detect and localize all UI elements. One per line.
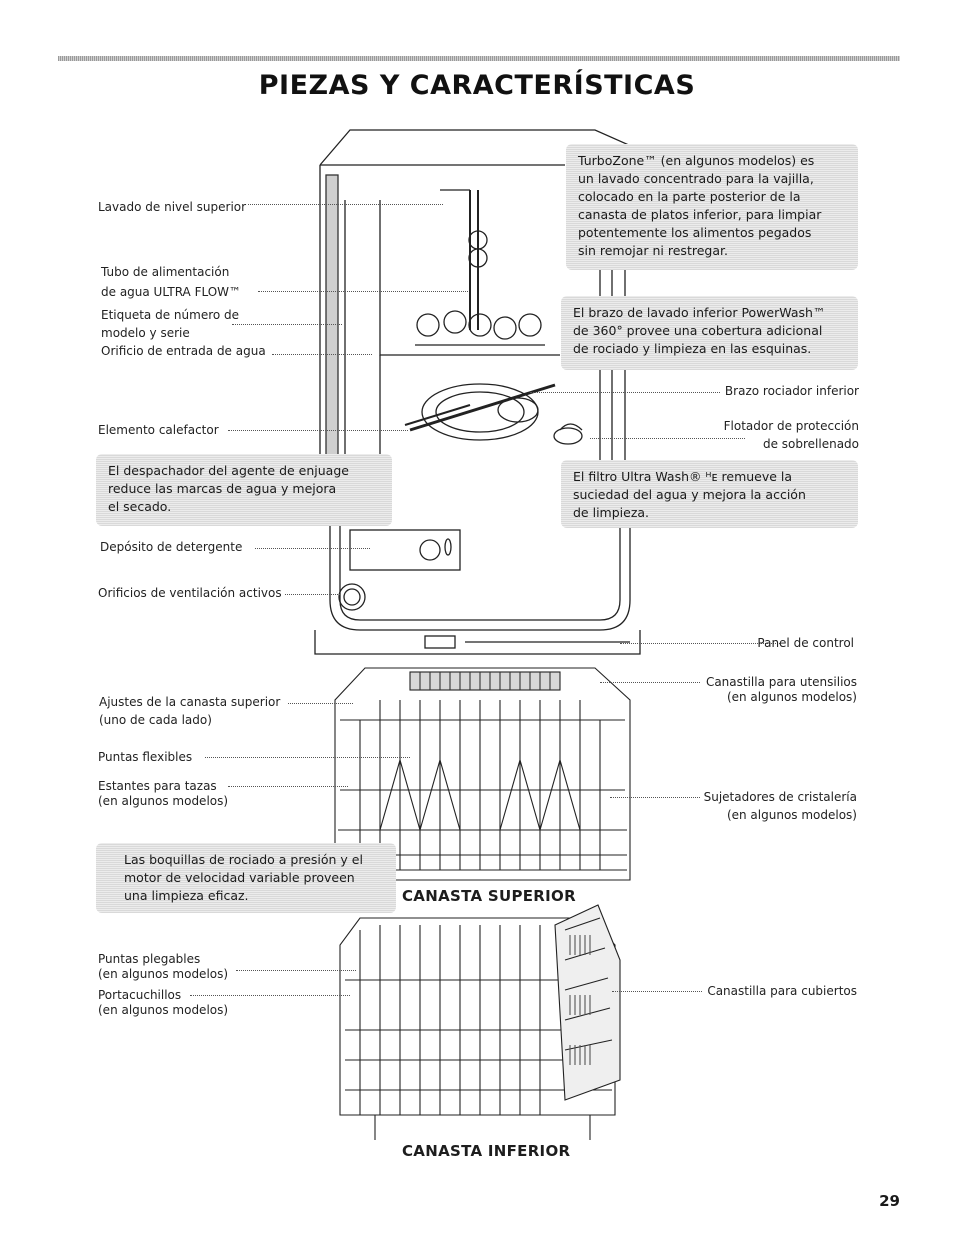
label-float: Flotador de protección <box>723 419 859 433</box>
label-utensil-basket: Canastilla para utensilios <box>705 675 857 689</box>
label-detergent: Depósito de detergente <box>100 540 243 554</box>
callout-line: El brazo de lavado inferior PowerWash™ <box>573 305 826 320</box>
label-float-2: de sobrellenado <box>762 437 859 451</box>
label-flex-tines: Puntas flexibles <box>98 750 193 764</box>
label-control-panel: Panel de control <box>757 636 854 650</box>
leader-line <box>600 682 700 683</box>
leader-line <box>190 995 350 996</box>
callout-line: motor de velocidad variable proveen <box>124 870 355 885</box>
label-top-wash: Lavado de nivel superior <box>98 200 247 214</box>
label-stemware: Sujetadores de cristalería <box>703 790 857 804</box>
leader-line <box>228 786 348 787</box>
callout-nozzles: Las boquillas de rociado a presión y el … <box>96 843 396 913</box>
callout-powerwash: El brazo de lavado inferior PowerWash™ d… <box>561 296 858 370</box>
label-upper-adjust-2: (uno de cada lado) <box>99 713 212 727</box>
callout-rinse-aid: El despachador del agente de enjuage red… <box>96 454 392 526</box>
leader-line <box>205 757 410 758</box>
callout-line: de limpieza. <box>573 505 650 520</box>
callout-line: de 360° provee una cobertura adicional <box>573 323 823 338</box>
label-water-inlet: Orificio de entrada de agua <box>101 344 266 358</box>
callout-line: canasta de platos inferior, para limpiar <box>578 207 822 222</box>
leader-line <box>272 354 372 355</box>
leader-line <box>612 991 702 992</box>
label-heater: Elemento calefactor <box>98 423 219 437</box>
label-cup-shelves: Estantes para tazas <box>98 779 217 793</box>
label-upper-adjust: Ajustes de la canasta superior <box>99 695 281 709</box>
page-title: PIEZAS Y CARACTERÍSTICAS <box>258 70 696 101</box>
leader-line <box>285 594 340 595</box>
label-knife-holder-2: (en algunos modelos) <box>98 1003 229 1017</box>
label-fold-tines-2: (en algunos modelos) <box>98 967 229 981</box>
leader-line <box>288 703 353 704</box>
label-lower-spray-arm: Brazo rociador inferior <box>724 384 859 398</box>
leader-line <box>530 392 720 393</box>
callout-turbozone: TurboZone™ (en algunos modelos) es un la… <box>566 144 858 270</box>
callout-filter: El filtro Ultra Wash® ᴴᴇ remueve la suci… <box>561 460 858 528</box>
page-number: 29 <box>879 1192 900 1210</box>
label-fold-tines: Puntas plegables <box>98 952 201 966</box>
callout-line: El filtro Ultra Wash® ᴴᴇ remueve la <box>573 469 793 484</box>
caption-lower-rack: CANASTA INFERIOR <box>402 1142 571 1160</box>
label-silverware-basket: Canastilla para cubiertos <box>707 984 857 998</box>
label-knife-holder: Portacuchillos <box>98 988 182 1002</box>
label-stemware-2: (en algunos modelos) <box>726 808 857 822</box>
callout-line: reduce las marcas de agua y mejora <box>108 481 337 496</box>
leader-line <box>228 430 408 431</box>
callout-line: un lavado concentrado para la vajilla, <box>578 171 814 186</box>
caption-upper-rack: CANASTA SUPERIOR <box>402 887 576 905</box>
callout-line: colocado en la parte posterior de la <box>578 189 801 204</box>
label-feed-tube: Tubo de alimentación <box>101 265 230 279</box>
label-serial-2: modelo y serie <box>101 326 190 340</box>
label-feed-tube-2: de agua ULTRA FLOW™ <box>101 285 242 299</box>
callout-line: el secado. <box>108 499 172 514</box>
leader-line <box>620 643 780 644</box>
leader-line <box>255 548 370 549</box>
callout-line: suciedad del agua y mejora la acción <box>573 487 806 502</box>
callout-line: Las boquillas de rociado a presión y el <box>124 852 363 867</box>
leader-line <box>590 438 745 439</box>
callout-line: TurboZone™ (en algunos modelos) es <box>578 153 815 168</box>
leader-line <box>232 324 342 325</box>
label-serial: Etiqueta de número de <box>101 308 240 322</box>
callout-line: una limpieza eficaz. <box>124 888 249 903</box>
leader-line <box>258 291 468 292</box>
label-cup-shelves-2: (en algunos modelos) <box>98 794 229 808</box>
leader-line <box>610 797 700 798</box>
label-utensil-basket-2: (en algunos modelos) <box>726 690 857 704</box>
callout-line: sin remojar ni restregar. <box>578 243 728 258</box>
header-rule <box>58 56 900 61</box>
callout-line: de rociado y limpieza en las esquinas. <box>573 341 812 356</box>
leader-line <box>248 204 443 205</box>
leader-line <box>236 970 356 971</box>
callout-line: El despachador del agente de enjuage <box>108 463 349 478</box>
callout-line: potentemente los alimentos pegados <box>578 225 812 240</box>
label-vents: Orificios de ventilación activos <box>98 586 282 600</box>
